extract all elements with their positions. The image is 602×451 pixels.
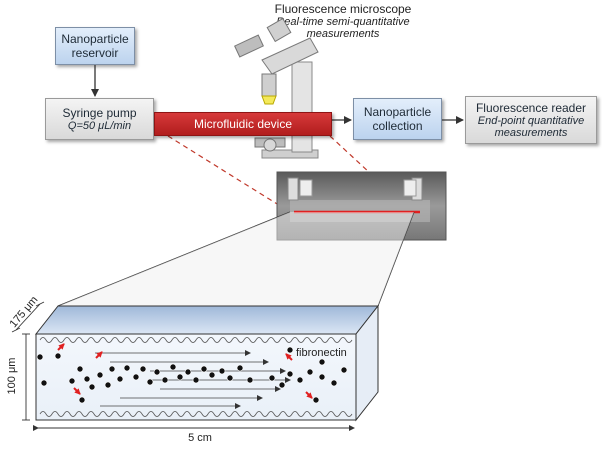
syringe-pump-box: Syringe pump Q=50 μL/min [45, 98, 154, 140]
length-label: 5 cm [188, 432, 212, 444]
depth-dimension-line [15, 303, 41, 331]
flow-arrows [95, 350, 291, 409]
syringe-line2: Q=50 μL/min [67, 120, 132, 132]
nanoparticles [36, 346, 348, 404]
microscope-subtitle-1: Real-time semi-quantitative [276, 16, 410, 28]
reader-line3: measurements [494, 127, 568, 139]
reader-line1: Fluorescence reader [475, 101, 587, 115]
fibronectin-coating-bottom [39, 411, 353, 417]
nanoparticle-collection-box: Nanoparticle collection [353, 98, 442, 140]
reservoir-line1: Nanoparticle [61, 32, 129, 46]
fibronectin-coating-top [39, 337, 353, 343]
microscope-label: Fluorescence microscope Real-time semi-q… [248, 2, 438, 40]
height-label: 100 μm [6, 357, 18, 395]
fluorescence-reader-box: Fluorescence reader End-point quantitati… [465, 96, 597, 144]
microfluidic-device-box: Microfluidic device [154, 112, 332, 136]
microscope-title: Fluorescence microscope [274, 2, 412, 16]
collection-line2: collection [372, 119, 423, 133]
microchannel [34, 304, 380, 422]
microscope-subtitle-2: measurements [306, 28, 380, 40]
reservoir-line2: reservoir [71, 46, 119, 60]
dashed-leader-left [167, 135, 291, 213]
reader-line2: End-point quantitative [477, 115, 585, 127]
zoom-shade [58, 212, 414, 306]
fibronectin-label: fibronectin [296, 347, 347, 359]
nanoparticle-reservoir-box: Nanoparticle reservoir [55, 27, 135, 65]
device-label: Microfluidic device [193, 117, 293, 131]
bound-particle-markers [57, 343, 313, 399]
syringe-line1: Syringe pump [62, 106, 137, 120]
microscope-icon [234, 17, 319, 159]
collection-line1: Nanoparticle [363, 105, 432, 119]
channel-top-face [34, 305, 380, 335]
